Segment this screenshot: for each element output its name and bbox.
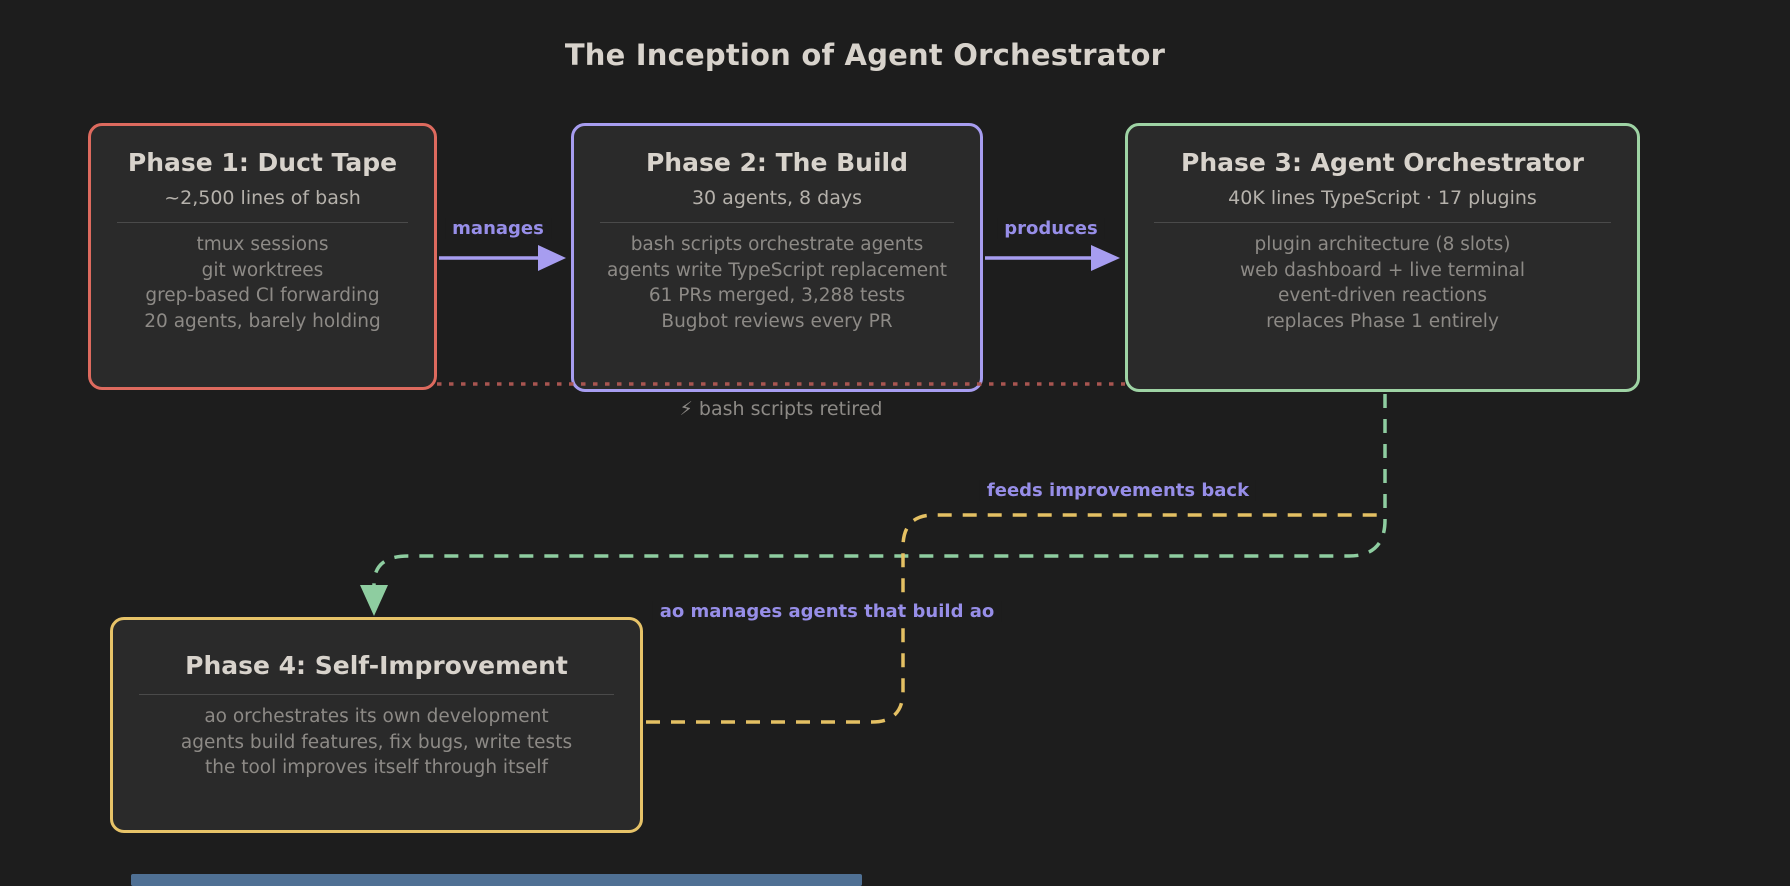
list-item: replaces Phase 1 entirely: [1266, 310, 1499, 332]
phase1-divider: [117, 222, 408, 223]
dashed-line-feeds: [360, 394, 1387, 616]
list-item: git worktrees: [201, 259, 324, 281]
node-phase2-the-build: Phase 2: The Build 30 agents, 8 days bas…: [571, 123, 983, 392]
phase1-subtitle: ~2,500 lines of bash: [164, 187, 361, 209]
phase2-items: bash scripts orchestrate agents agents w…: [607, 232, 947, 334]
arrow-produces: [985, 245, 1120, 271]
list-item: ao orchestrates its own development: [204, 706, 549, 727]
phase3-heading: Phase 3: Agent Orchestrator: [1181, 148, 1584, 177]
node-phase4-self-improvement: Phase 4: Self-Improvement ao orchestrate…: [110, 617, 643, 833]
edge-label-bash-retired: ⚡ bash scripts retired: [679, 398, 883, 420]
list-item: event-driven reactions: [1278, 285, 1487, 306]
list-item: bash scripts orchestrate agents: [630, 234, 924, 255]
phase3-subtitle: 40K lines TypeScript · 17 plugins: [1228, 187, 1537, 209]
phase4-items: ao orchestrates its own development agen…: [181, 704, 572, 781]
edge-label-ao-manages: ao manages agents that build ao: [652, 601, 1002, 622]
node-phase1-duct-tape: Phase 1: Duct Tape ~2,500 lines of bash …: [88, 123, 437, 390]
phase3-items: plugin architecture (8 slots) web dashbo…: [1240, 232, 1525, 334]
phase4-heading: Phase 4: Self-Improvement: [185, 651, 568, 680]
list-item: Bugbot reviews every PR: [661, 310, 893, 332]
list-item: the tool improves itself through itself: [204, 757, 548, 778]
phase1-heading: Phase 1: Duct Tape: [127, 148, 398, 177]
edge-label-manages: manages: [445, 218, 551, 239]
list-item: agents write TypeScript replacement: [606, 259, 948, 281]
list-item: agents build features, fix bugs, write t…: [180, 731, 573, 753]
edge-label-feeds-improvements: feeds improvements back: [979, 480, 1257, 501]
horizontal-scrollbar-thumb[interactable]: [131, 874, 862, 886]
phase1-items: tmux sessions git worktrees grep-based C…: [144, 232, 380, 334]
phase4-divider: [139, 694, 614, 695]
edge-label-produces: produces: [997, 218, 1105, 239]
phase2-divider: [600, 222, 954, 223]
list-item: tmux sessions: [196, 234, 329, 255]
arrow-manages: [439, 245, 566, 271]
diagram-title: The Inception of Agent Orchestrator: [564, 38, 1166, 72]
phase2-subtitle: 30 agents, 8 days: [691, 187, 863, 209]
list-item: 61 PRs merged, 3,288 tests: [648, 285, 906, 306]
phase2-heading: Phase 2: The Build: [645, 148, 909, 177]
list-item: plugin architecture (8 slots): [1254, 234, 1511, 255]
node-phase3-agent-orchestrator: Phase 3: Agent Orchestrator 40K lines Ty…: [1125, 123, 1640, 392]
list-item: 20 agents, barely holding: [144, 310, 381, 332]
list-item: web dashboard + live terminal: [1239, 259, 1526, 281]
list-item: grep-based CI forwarding: [145, 285, 380, 306]
phase3-divider: [1154, 222, 1611, 223]
